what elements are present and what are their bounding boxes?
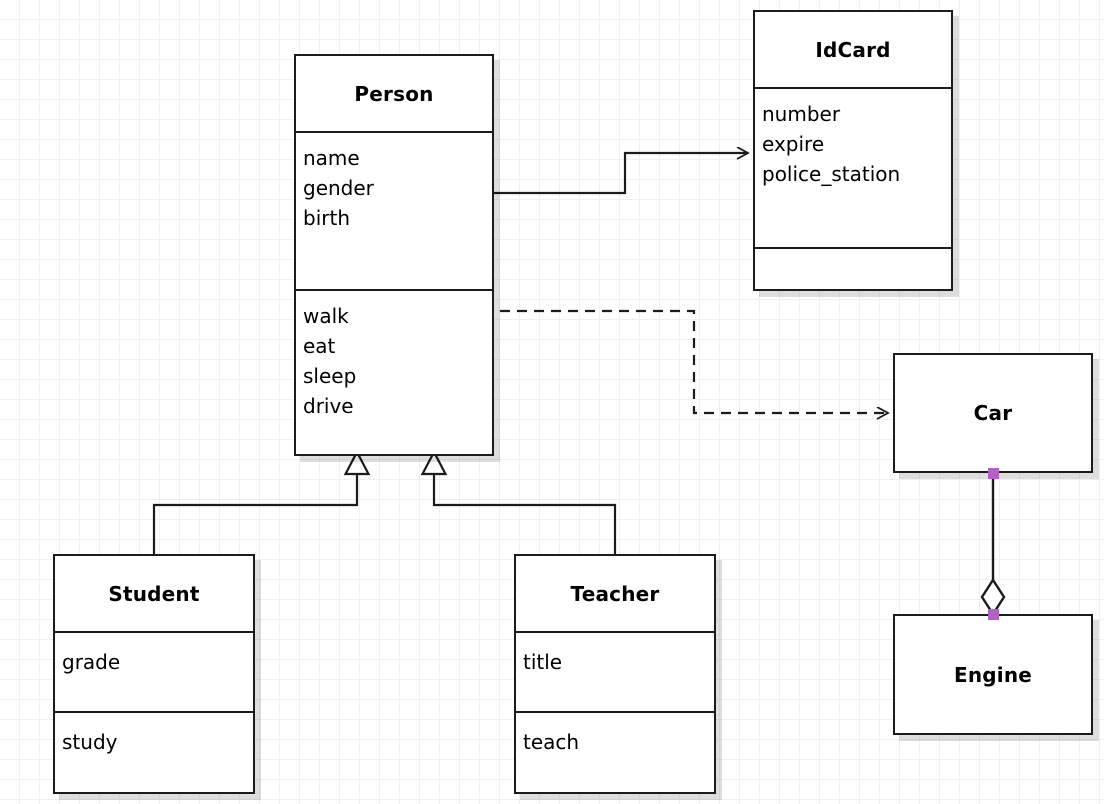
attribute-item: police_station	[762, 162, 901, 186]
attribute-item: name	[303, 146, 360, 170]
edge-student-person	[152, 474, 359, 554]
endpoint-handle-engine[interactable]	[988, 609, 999, 620]
attribute-item: gender	[303, 176, 374, 200]
uml-class-teacher[interactable]: Teacher title teach	[514, 554, 716, 794]
class-attributes-person: name gender birth	[296, 131, 492, 289]
attribute-item: birth	[303, 206, 350, 230]
class-title-car: Car	[895, 355, 1091, 471]
endpoint-handle-car[interactable]	[988, 468, 999, 479]
operation-item: walk	[303, 304, 349, 328]
uml-class-idcard[interactable]: IdCard number expire police_station	[753, 10, 953, 291]
uml-class-student[interactable]: Student grade study	[53, 554, 255, 794]
class-title-person: Person	[296, 56, 492, 131]
operation-item: sleep	[303, 364, 357, 388]
uml-class-person[interactable]: Person name gender birth walk eat sleep …	[294, 54, 494, 456]
class-operations-student: study	[55, 711, 253, 792]
class-attributes-idcard: number expire police_station	[755, 87, 951, 247]
operation-item: teach	[523, 730, 580, 754]
operation-item: drive	[303, 394, 354, 418]
class-attributes-teacher: title	[516, 631, 714, 711]
class-title-student: Student	[55, 556, 253, 631]
operation-item: eat	[303, 334, 336, 358]
operation-item: study	[62, 730, 118, 754]
class-name-label: Person	[354, 81, 434, 106]
class-name-label: Car	[973, 401, 1013, 425]
class-name-label: IdCard	[815, 37, 891, 62]
class-title-engine: Engine	[895, 616, 1091, 733]
class-name-label: Student	[108, 581, 200, 606]
attribute-item: title	[523, 650, 563, 674]
class-attributes-student: grade	[55, 631, 253, 711]
edge-teacher-person	[432, 474, 617, 554]
class-name-label: Teacher	[570, 581, 660, 606]
class-operations-teacher: teach	[516, 711, 714, 792]
class-title-teacher: Teacher	[516, 556, 714, 631]
attribute-item: grade	[62, 650, 121, 674]
class-title-idcard: IdCard	[755, 12, 951, 87]
attribute-item: number	[762, 102, 841, 126]
uml-class-engine[interactable]: Engine	[893, 614, 1093, 735]
edge-person-idcard	[494, 153, 748, 195]
class-operations-idcard	[755, 247, 951, 289]
class-name-label: Engine	[953, 662, 1033, 687]
attribute-item: expire	[762, 132, 825, 156]
edge-person-car	[500, 309, 888, 413]
uml-class-car[interactable]: Car	[893, 353, 1093, 473]
class-operations-person: walk eat sleep drive	[296, 289, 492, 454]
